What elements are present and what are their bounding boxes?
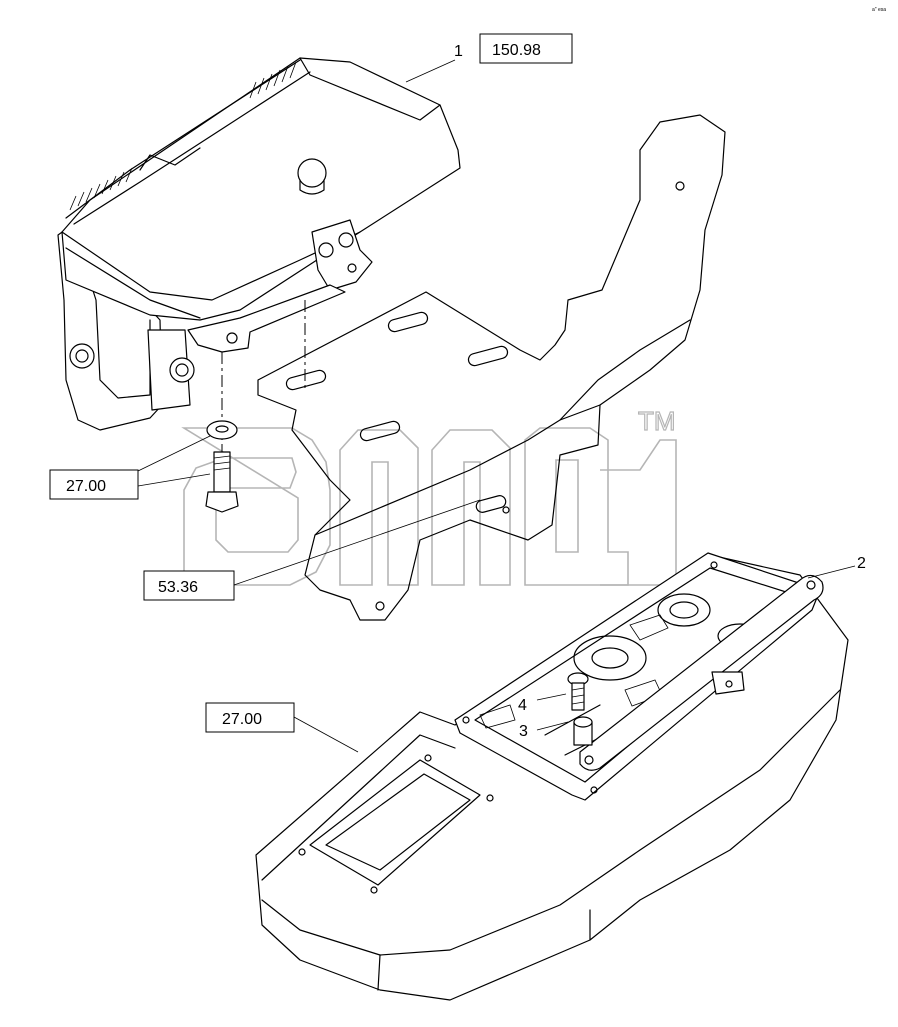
spacer xyxy=(573,716,593,746)
washer-and-bolt xyxy=(205,420,239,513)
callout-ref-27-00-top: 27.00 xyxy=(49,435,211,500)
ref-box-27-00-top[interactable] xyxy=(49,469,139,500)
console-housing xyxy=(255,552,849,1001)
callout-ref-27-00-bottom: 27.00 xyxy=(205,702,359,753)
item-number-2: 2 xyxy=(857,555,866,572)
ref-box-27-00-bottom[interactable] xyxy=(205,702,295,733)
box-knob xyxy=(297,158,327,188)
ref-box-150-98[interactable] xyxy=(479,33,573,64)
spring-coils xyxy=(65,59,311,225)
watermark-tm: TM xyxy=(638,406,676,436)
selector-strap xyxy=(579,574,824,771)
ref-label-53-36: 53.36 xyxy=(158,579,198,596)
ref-label-27-00-top: 27.00 xyxy=(66,478,106,495)
ref-label-27-00-bottom: 27.00 xyxy=(222,711,262,728)
mounting-bracket xyxy=(257,114,726,621)
item-number-4: 4 xyxy=(518,697,527,714)
spring-box-assembly xyxy=(57,57,461,431)
item-number-3: 3 xyxy=(519,723,528,740)
watermark-logo: TM xyxy=(181,405,677,586)
callout-ref-53-36: 53.36 xyxy=(143,499,481,601)
hex-nut-right xyxy=(169,357,195,383)
callout-item-2: 2 xyxy=(807,555,866,579)
callout-item-1: 1 150.98 xyxy=(405,33,573,83)
item-number-1: 1 xyxy=(454,43,463,60)
screw xyxy=(567,672,589,711)
ref-box-53-36[interactable] xyxy=(143,570,235,601)
ref-label-150-98: 150.98 xyxy=(492,42,541,59)
hex-nut-left xyxy=(69,343,95,369)
corner-mark: a" esa xyxy=(872,7,886,13)
